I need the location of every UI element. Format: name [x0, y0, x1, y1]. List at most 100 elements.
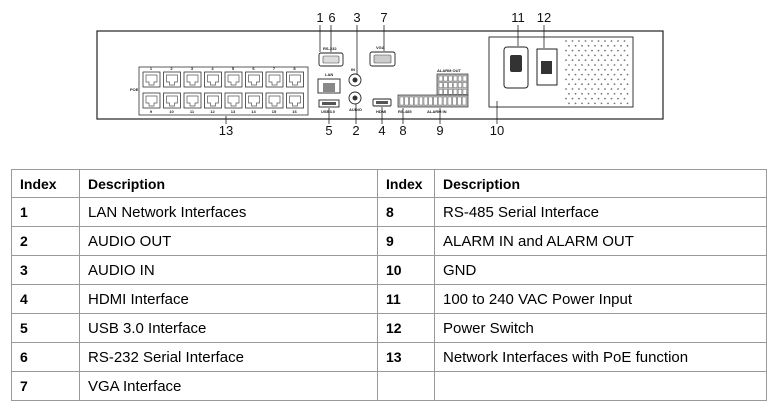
poe-port-number: 1 [150, 66, 153, 71]
table-header-row: Index Description Index Description [11, 169, 767, 198]
poe-port [183, 71, 202, 88]
table-row: 6 RS-232 Serial Interface 13 Network Int… [11, 342, 767, 372]
callout-2: 2 [352, 123, 359, 138]
row-description: Network Interfaces with PoE function [434, 342, 767, 372]
poe-port-number: 11 [190, 109, 195, 114]
callout-7: 7 [380, 10, 387, 25]
table-row: 3 AUDIO IN 10 GND [11, 255, 767, 285]
lan-label: LAN [325, 72, 333, 77]
poe-port [204, 92, 222, 109]
row-description: 100 to 240 VAC Power Input [434, 284, 767, 314]
row-index: 12 [377, 313, 435, 343]
poe-port-number: 3 [191, 66, 194, 71]
row-index: 3 [11, 255, 80, 285]
row-description: ALARM IN and ALARM OUT [434, 226, 767, 256]
rs485-label: RS-485 [398, 109, 412, 114]
callout-5: 5 [325, 123, 332, 138]
callout-3: 3 [353, 10, 360, 25]
callout-1: 1 [316, 10, 323, 25]
poe-port-number: 16 [292, 109, 297, 114]
callout-lines [225, 25, 545, 124]
row-index: 5 [11, 313, 80, 343]
poe-port-number: 10 [169, 109, 174, 114]
vent-grille [565, 40, 629, 105]
row-index: 10 [377, 255, 435, 285]
audio-out-label: AUDIO [349, 107, 362, 112]
row-description: LAN Network Interfaces [79, 197, 378, 227]
poe-port-number: 6 [252, 66, 255, 71]
table-row: 7 VGA Interface [11, 371, 767, 401]
row-description [434, 371, 767, 401]
poe-port [142, 92, 161, 109]
row-index: 6 [11, 342, 80, 372]
poe-port [163, 71, 181, 88]
poe-port [224, 92, 243, 109]
callout-4: 4 [378, 123, 385, 138]
header-description-left: Description [79, 169, 378, 198]
row-description: Power Switch [434, 313, 767, 343]
row-description: RS-232 Serial Interface [79, 342, 378, 372]
row-index: 2 [11, 226, 80, 256]
hdmi-label: HDMI [376, 109, 386, 114]
callout-8: 8 [399, 123, 406, 138]
alarm-in-terminal [397, 94, 469, 108]
table-row: 1 LAN Network Interfaces 8 RS-485 Serial… [11, 197, 767, 227]
row-description: AUDIO IN [79, 255, 378, 285]
poe-port [286, 71, 304, 88]
callout-numbers: 1 6 3 7 11 12 13 5 2 4 8 9 10 [219, 10, 551, 138]
header-index-left: Index [11, 169, 80, 198]
row-description: GND [434, 255, 767, 285]
poe-port [163, 92, 181, 109]
alarm-out-label: ALARM OUT [437, 68, 462, 73]
interface-index-table: Index Description Index Description 1 LA… [11, 169, 767, 401]
audio-in-label: IN [351, 67, 355, 72]
callout-12: 12 [537, 10, 551, 25]
poe-port [183, 92, 202, 109]
poe-port-number: 14 [251, 109, 256, 114]
poe-port [265, 92, 284, 109]
poe-port [245, 71, 263, 88]
poe-port-number: 15 [272, 109, 277, 114]
alarm-in-label: ALARM IN [427, 109, 447, 114]
table-row: 2 AUDIO OUT 9 ALARM IN and ALARM OUT [11, 226, 767, 256]
row-description: USB 3.0 Interface [79, 313, 378, 343]
callout-11: 11 [511, 10, 525, 25]
row-index: 9 [377, 226, 435, 256]
row-description: RS-485 Serial Interface [434, 197, 767, 227]
row-index: 4 [11, 284, 80, 314]
table-row: 4 HDMI Interface 11 100 to 240 VAC Power… [11, 284, 767, 314]
poe-port [204, 71, 222, 88]
row-description: HDMI Interface [79, 284, 378, 314]
poe-port-number: 9 [150, 109, 153, 114]
row-index: 1 [11, 197, 80, 227]
callout-6: 6 [328, 10, 335, 25]
row-index: 13 [377, 342, 435, 372]
callout-9: 9 [436, 123, 443, 138]
poe-port-number: 12 [210, 109, 215, 114]
poe-label: POE [130, 87, 139, 92]
poe-port-number: 2 [170, 66, 173, 71]
row-index: 11 [377, 284, 435, 314]
row-description: VGA Interface [79, 371, 378, 401]
poe-port [286, 92, 304, 109]
poe-port [265, 71, 284, 88]
callout-13: 13 [219, 123, 233, 138]
poe-port [245, 92, 263, 109]
poe-port-number: 7 [273, 66, 276, 71]
alarm-out-terminal [436, 73, 469, 97]
row-description: AUDIO OUT [79, 226, 378, 256]
row-index [377, 371, 435, 401]
poe-port-number: 5 [232, 66, 235, 71]
poe-port-number: 13 [231, 109, 236, 114]
poe-port [142, 71, 161, 88]
poe-port-number: 8 [293, 66, 296, 71]
usb-label: USB3.0 [321, 109, 336, 114]
vga-label: VGA [376, 45, 385, 50]
poe-port [224, 71, 243, 88]
row-index: 8 [377, 197, 435, 227]
table-row: 5 USB 3.0 Interface 12 Power Switch [11, 313, 767, 343]
rs232-label: RS-232 [323, 46, 337, 51]
header-index-right: Index [377, 169, 435, 198]
